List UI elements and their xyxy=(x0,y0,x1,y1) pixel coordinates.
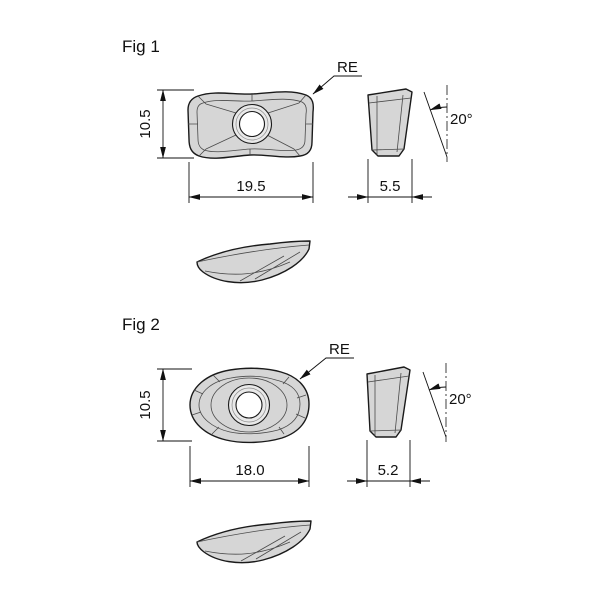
fig2-thickness-value: 5.2 xyxy=(378,462,399,479)
fig2-length-dimension: 18.0 xyxy=(189,446,310,487)
fig1-thickness-value: 5.5 xyxy=(380,178,401,195)
fig2-label: Fig 2 xyxy=(122,315,160,334)
fig2-angle-slant-line xyxy=(422,371,447,438)
fig1-length-value: 19.5 xyxy=(236,178,265,195)
fig1-angle-arc xyxy=(429,103,448,111)
fig2-re-annotation: RE xyxy=(299,341,354,380)
fig2-side-facet-lines xyxy=(367,372,410,436)
fig2-center-hole xyxy=(235,391,263,419)
fig2-height-extension-lines xyxy=(157,368,192,442)
fig1-top-inner-contour xyxy=(196,98,307,153)
fig2-re-leader xyxy=(299,357,354,380)
fig2-thickness-dimension: 5.2 xyxy=(347,440,430,487)
fig1-length-dimension: 19.5 xyxy=(188,162,314,203)
fig2-chamfer-ring xyxy=(231,387,267,423)
fig1-chamfer-ring xyxy=(235,107,269,141)
fig2-angle-annotation: 20° xyxy=(422,363,472,442)
fig1-angle-value: 20° xyxy=(450,111,473,128)
fig1-front-view xyxy=(196,240,311,284)
fig2-re-label: RE xyxy=(329,341,350,358)
fig2-length-value: 18.0 xyxy=(235,462,264,479)
fig1-top-facet-lines xyxy=(188,94,313,157)
fig2-front-view xyxy=(196,520,312,564)
fig2-top-inner-contour xyxy=(198,375,301,435)
fig1-side-facet-lines xyxy=(368,94,412,155)
fig2-height-value: 10.5 xyxy=(137,390,154,419)
fig1-height-value: 10.5 xyxy=(137,109,154,138)
fig1-center-hole xyxy=(238,110,266,138)
fig2-front-outline xyxy=(196,520,312,564)
fig1-side-outline xyxy=(367,88,413,157)
fig1-side-view xyxy=(367,88,413,157)
fig2-top-view xyxy=(189,367,310,444)
fig2-side-view xyxy=(366,366,411,438)
fig1-re-leader xyxy=(312,75,362,95)
fig1-angle-slant-line xyxy=(423,91,448,158)
fig1-height-dimension: 10.5 xyxy=(137,89,194,159)
fig1-front-outline xyxy=(196,240,311,284)
fig2-top-facet-lines xyxy=(191,374,307,435)
fig2-front-facet-lines xyxy=(196,524,311,562)
fig2-side-outline xyxy=(366,366,411,438)
fig2-angle-arc xyxy=(428,383,447,391)
fig2-chipbreaker-contour xyxy=(210,377,288,433)
fig1-label: Fig 1 xyxy=(122,37,160,56)
fig2-angle-value: 20° xyxy=(449,391,472,408)
fig1-angle-annotation: 20° xyxy=(423,85,473,162)
fig1-thickness-dimension: 5.5 xyxy=(348,159,432,203)
fig2-height-dimension: 10.5 xyxy=(137,368,192,442)
fig1-re-annotation: RE xyxy=(312,59,362,95)
fig1-top-view xyxy=(187,91,315,159)
fig1-re-label: RE xyxy=(337,59,358,76)
fig1-front-facet-lines xyxy=(196,244,310,282)
